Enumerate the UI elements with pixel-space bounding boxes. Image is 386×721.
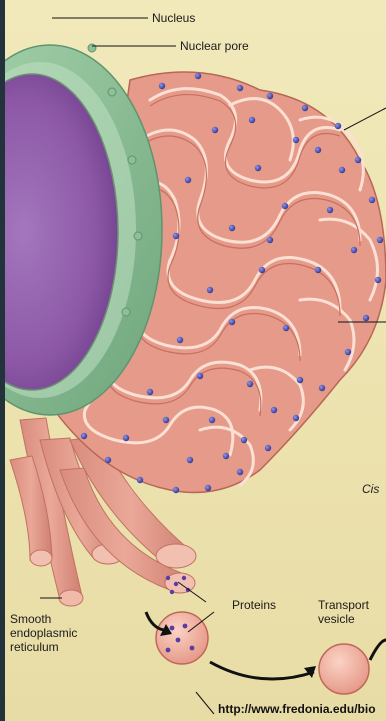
left-border [0,0,5,721]
transport-vesicle-shape [319,644,369,694]
label-cis: Cis [362,482,379,496]
label-nuclear-pore: Nuclear pore [180,39,249,53]
source-url: http://www.fredonia.edu/bio [218,702,376,716]
label-proteins: Proteins [232,598,276,612]
label-smooth-er: Smooth endoplasmic reticulum [10,612,86,654]
label-transport-vesicle: Transport vesicle [318,598,384,626]
label-nucleus: Nucleus [152,11,195,25]
budding-vesicle [156,612,208,664]
